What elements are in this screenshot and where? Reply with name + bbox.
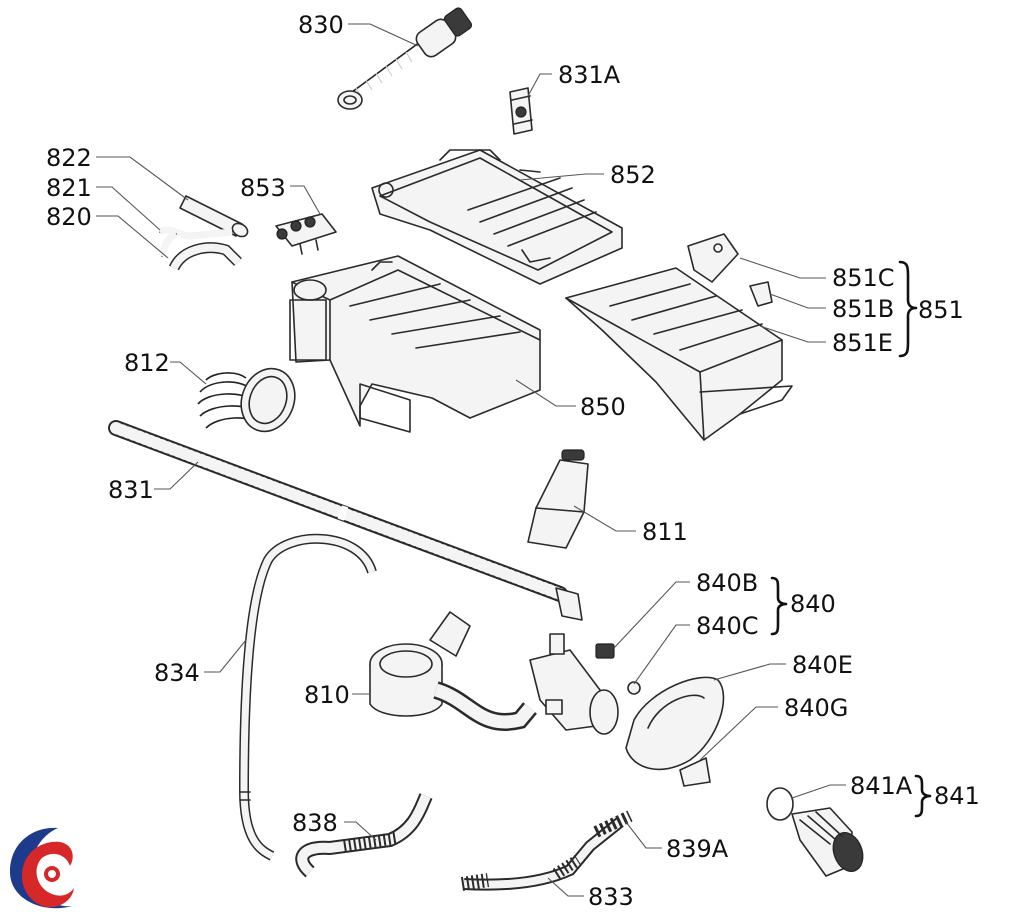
brace-840 — [770, 576, 788, 636]
part-834-hose — [238, 533, 377, 861]
label-851: 851 — [918, 296, 964, 324]
part-840C-nut — [627, 681, 641, 695]
part-841-filter — [791, 807, 864, 877]
part-840G-part — [679, 757, 711, 787]
label-830: 830 — [298, 11, 344, 39]
label-833: 833 — [588, 883, 634, 911]
part-810-sump — [369, 611, 537, 731]
part-853-valve — [275, 213, 337, 255]
part-812-bellows — [197, 367, 296, 433]
label-812: 812 — [124, 349, 170, 377]
part-841A-ring — [766, 787, 794, 821]
label-811: 811 — [642, 518, 688, 546]
part-822-hose — [179, 195, 249, 238]
label-840B: 840B — [696, 569, 758, 597]
logo-red-swoosh — [22, 841, 74, 908]
part-833-hose — [460, 817, 624, 891]
label-831: 831 — [108, 476, 154, 504]
label-834: 834 — [154, 659, 200, 687]
part-838-hose — [295, 793, 433, 878]
label-852: 852 — [610, 161, 656, 189]
leader-lines — [96, 23, 846, 897]
label-841A: 841A — [850, 772, 913, 800]
part-851B-clip — [749, 281, 773, 307]
label-820: 820 — [46, 203, 92, 231]
label-840C: 840C — [696, 612, 759, 640]
part-830-inlet-hose — [337, 7, 473, 110]
label-851B: 851B — [832, 295, 894, 323]
label-821: 821 — [46, 174, 92, 202]
label-840G: 840G — [784, 694, 848, 722]
part-820-hose — [168, 242, 242, 271]
part-850-dispenser-housing — [289, 255, 541, 433]
label-850: 850 — [580, 393, 626, 421]
brace-851 — [898, 260, 918, 358]
label-840E: 840E — [792, 651, 853, 679]
part-831A-bracket — [509, 87, 533, 135]
label-839A: 839A — [666, 835, 729, 863]
label-810: 810 — [304, 681, 350, 709]
part-851C-cap — [687, 233, 739, 283]
part-811-pipe — [527, 449, 589, 549]
brace-841 — [914, 774, 932, 818]
label-851C: 851C — [832, 264, 895, 292]
part-839A-fitting — [593, 810, 633, 838]
brand-logo — [10, 827, 74, 909]
part-840-pump — [529, 633, 619, 735]
label-838: 838 — [292, 809, 338, 837]
label-853: 853 — [240, 174, 286, 202]
part-840B-part — [595, 643, 615, 659]
label-851E: 851E — [832, 329, 893, 357]
part-852-cover-plate — [371, 149, 623, 285]
part-831-drain-hose — [108, 420, 583, 621]
part-840E-cover — [625, 676, 725, 771]
part-851-drawer — [565, 267, 793, 441]
label-841: 841 — [934, 782, 980, 810]
label-822: 822 — [46, 144, 92, 172]
label-831A: 831A — [558, 61, 621, 89]
label-840: 840 — [790, 590, 836, 618]
